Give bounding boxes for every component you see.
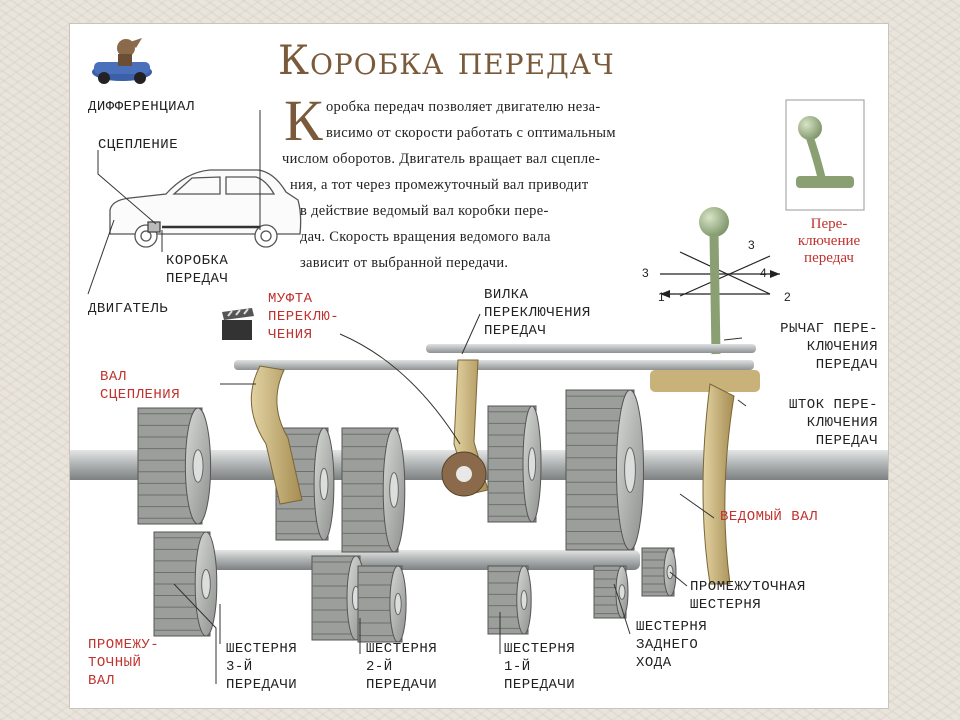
shift-rods — [234, 344, 760, 392]
label-shift-sleeve: МУФТА ПЕРЕКЛЮ- ЧЕНИЯ — [268, 291, 340, 343]
gear-position-label: 3 — [642, 266, 649, 280]
label-differential: ДИФФЕРЕНЦИАЛ — [88, 99, 195, 115]
car-leader-lines — [87, 110, 261, 295]
gear-position-label: 4 — [760, 266, 767, 280]
intro-line: висимо от скорости работать с оптимальны… — [326, 125, 616, 141]
label-idler-gear: ПРОМЕЖУТОЧНАЯ ШЕСТЕРНЯ — [690, 579, 806, 613]
intro-line: зависит от выбранной передачи. — [300, 255, 509, 271]
gear-position-label: 3 — [748, 238, 755, 252]
page-title: Коробка передач — [278, 38, 615, 84]
label-reverse-gear: ШЕСТЕРНЯ ЗАДНЕГО ХОДА — [636, 619, 708, 671]
car-sketch — [109, 169, 302, 248]
label-countershaft: ПРОМЕЖУ- ТОЧНЫЙ ВАЛ — [88, 637, 160, 689]
gear-position-label: 1 — [658, 290, 665, 304]
car-driver-icon — [92, 38, 152, 84]
label-clutch: СЦЕПЛЕНИЕ — [98, 137, 179, 153]
gear-position-label: 2 — [784, 290, 791, 304]
part-leader-lines — [173, 313, 747, 684]
shift-pattern-illustration — [785, 99, 865, 211]
countershaft-drive-gear — [153, 531, 218, 637]
label-shift-lever: РЫЧАГ ПЕРЕ- КЛЮЧЕНИЯ ПЕРЕДАЧ — [780, 321, 878, 373]
label-gear-2: ШЕСТЕРНЯ 2-Й ПЕРЕДАЧИ — [366, 641, 438, 693]
shift-caption: Пере- ключение передач — [797, 216, 861, 266]
clutch-shaft-gear — [137, 407, 212, 525]
label-shift-rod: ШТОК ПЕРЕ- КЛЮЧЕНИЯ ПЕРЕДАЧ — [788, 397, 878, 449]
label-shift-fork: ВИЛКА ПЕРЕКЛЮЧЕНИЯ ПЕРЕДАЧ — [484, 287, 591, 339]
gear-layer — [137, 389, 677, 643]
intro-line: ния, а тот через промежуточный вал приво… — [290, 177, 589, 193]
large-output-gear — [565, 389, 644, 551]
label-output-shaft: ВЕДОМЫЙ ВАЛ — [720, 509, 818, 525]
label-gear-3: ШЕСТЕРНЯ 3-Й ПЕРЕДАЧИ — [226, 641, 298, 693]
first-gear-main — [487, 405, 542, 523]
label-gearbox: КОРОБКА ПЕРЕДАЧ — [166, 253, 229, 287]
intro-paragraph: оробка передач позволяет двигателю неза-… — [282, 94, 762, 276]
intro-line: в действие ведомый вал коробки пере- — [300, 203, 549, 219]
reverse-gear-counter — [593, 565, 629, 619]
idler-gear — [641, 547, 677, 597]
label-gear-1: ШЕСТЕРНЯ 1-Й ПЕРЕДАЧИ — [504, 641, 576, 693]
first-gear-counter — [487, 565, 532, 635]
label-clutch-shaft: ВАЛ СЦЕПЛЕНИЯ — [100, 369, 181, 403]
third-gear-counter — [311, 555, 366, 641]
label-engine: ДВИГАТЕЛЬ — [88, 301, 169, 317]
shift-forks — [250, 359, 735, 585]
intro-dropcap: К — [284, 88, 323, 153]
intro-line: числом оборотов. Двигатель вращает вал с… — [282, 151, 601, 167]
clapperboard-icon — [222, 308, 254, 340]
gearbox-illustration — [70, 38, 888, 684]
diagram-panel: Коробка передач К оробка передач позволя… — [70, 24, 888, 708]
second-gear-counter — [357, 565, 407, 643]
shift-lever-diagram — [660, 207, 780, 355]
intro-line: дач. Скорость вращения ведомого вала — [300, 229, 551, 245]
intro-line: оробка передач позволяет двигателю неза- — [326, 99, 601, 115]
second-gear-main — [341, 427, 406, 553]
